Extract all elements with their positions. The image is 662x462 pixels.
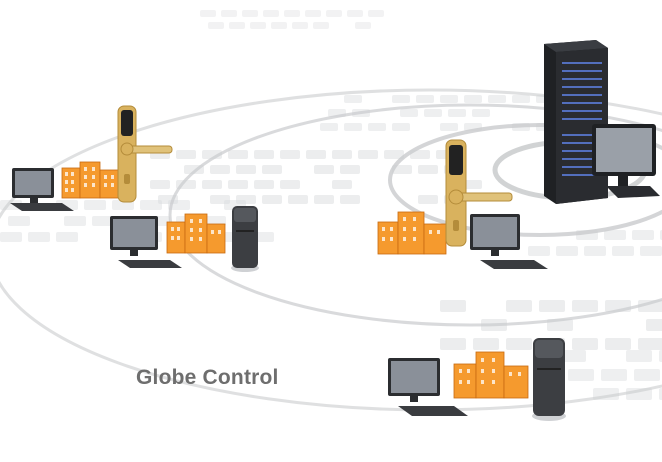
map-tile [250, 22, 266, 29]
map-tile [448, 109, 466, 117]
map-tile [64, 216, 86, 226]
map-tile [210, 165, 230, 174]
map-tile [472, 109, 490, 117]
map-tile [638, 338, 662, 350]
map-tile [28, 232, 50, 242]
map-tile [368, 10, 384, 17]
map-tile [228, 150, 248, 159]
map-tile [344, 123, 362, 131]
map-tile [416, 95, 434, 103]
map-tile [200, 10, 216, 17]
map-tile [340, 165, 360, 174]
hotel-building-icon [452, 348, 532, 400]
door-lock-icon [112, 104, 174, 204]
map-tile [358, 150, 378, 159]
map-tile [612, 246, 634, 256]
map-tile [605, 338, 631, 350]
map-tile [56, 232, 78, 242]
map-tile [392, 123, 410, 131]
map-tile [320, 123, 338, 131]
caption-title: Globe Control [136, 366, 279, 390]
map-tile [368, 123, 386, 131]
map-tile [539, 300, 565, 312]
desktop-computer-icon [468, 212, 554, 274]
map-tile [418, 165, 438, 174]
map-tile [604, 230, 626, 240]
map-tile [221, 10, 237, 17]
map-tile [640, 246, 662, 256]
map-tile [313, 22, 329, 29]
map-tile [254, 180, 274, 189]
map-tile [262, 195, 282, 204]
map-tile [314, 195, 334, 204]
map-tile [254, 150, 274, 159]
map-tile [340, 195, 360, 204]
map-tile [632, 230, 654, 240]
card-encoder-icon [528, 334, 570, 424]
desktop-computer-icon [588, 120, 660, 206]
map-tile [228, 180, 248, 189]
map-tile [626, 350, 652, 362]
hotel-building-icon [60, 158, 120, 200]
map-tile [506, 300, 532, 312]
map-tile [646, 319, 662, 331]
hotel-building-icon [376, 208, 448, 256]
map-tile [601, 369, 627, 381]
map-tile [556, 246, 578, 256]
map-tile [440, 300, 466, 312]
map-tile [288, 195, 308, 204]
map-tile [332, 150, 352, 159]
map-tile [347, 10, 363, 17]
map-tile [236, 165, 256, 174]
map-tile [440, 123, 458, 131]
map-tile [355, 22, 371, 29]
map-tile [464, 95, 482, 103]
hotel-building-icon [165, 210, 227, 255]
map-tile [332, 180, 352, 189]
map-tile [271, 22, 287, 29]
map-tile [392, 95, 410, 103]
map-tile [84, 200, 106, 210]
map-tile [263, 10, 279, 17]
map-tile [634, 369, 660, 381]
map-tile [572, 300, 598, 312]
map-tile [584, 246, 606, 256]
map-tile [305, 10, 321, 17]
map-tile [292, 22, 308, 29]
map-tile [572, 338, 598, 350]
map-tile [202, 180, 222, 189]
map-tile [424, 109, 442, 117]
map-tile [326, 10, 342, 17]
map-tile [400, 109, 418, 117]
map-tile [284, 10, 300, 17]
map-tile [314, 165, 334, 174]
map-tile [208, 22, 224, 29]
map-tile [262, 165, 282, 174]
map-tile [0, 232, 22, 242]
map-tile [488, 95, 506, 103]
map-tile [8, 216, 30, 226]
card-encoder-icon [228, 202, 262, 274]
map-tile [344, 95, 362, 103]
map-tile [568, 369, 594, 381]
map-tile [306, 150, 326, 159]
map-tile [440, 95, 458, 103]
map-tile [280, 150, 300, 159]
map-tile [280, 180, 300, 189]
map-tile [229, 22, 245, 29]
map-tile [512, 95, 530, 103]
map-tile [418, 195, 438, 204]
map-tile [242, 10, 258, 17]
map-tile [176, 150, 196, 159]
